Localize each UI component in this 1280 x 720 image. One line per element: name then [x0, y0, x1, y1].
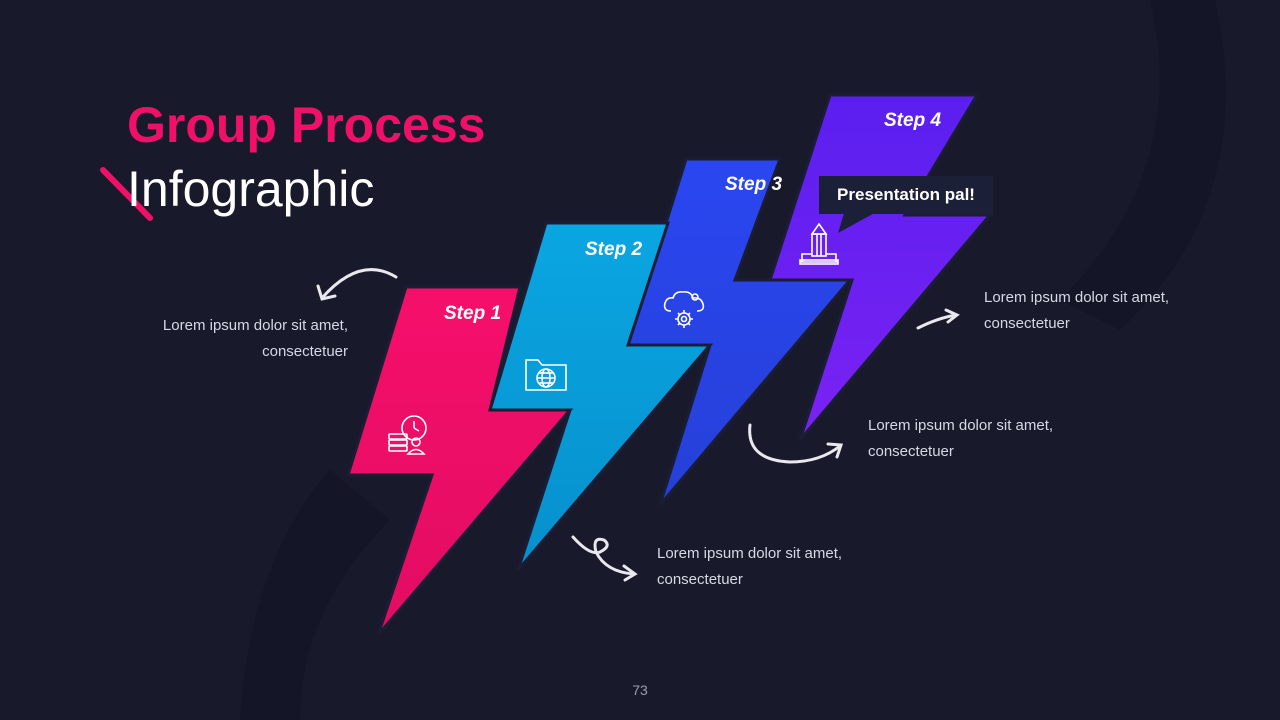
step-3-description: Lorem ipsum dolor sit amet, consectetuer: [868, 417, 1054, 460]
step-2-description: Lorem ipsum dolor sit amet, consectetuer: [657, 545, 843, 588]
callout-box: Presentation pal!: [819, 176, 993, 214]
folder-globe-icon: [525, 359, 567, 391]
step-1-bolt: [345, 285, 574, 636]
arrow-step-2: [571, 535, 638, 582]
page-number: 73: [632, 682, 648, 698]
gears-cloud-icon: [663, 291, 705, 328]
arrow-step-4: [916, 308, 960, 330]
step-4-description: Lorem ipsum dolor sit amet, consectetuer: [984, 289, 1170, 332]
pencil-tower-icon: [799, 222, 839, 265]
arrow-step-3: [748, 423, 844, 464]
step-4-label: Step 4: [884, 110, 942, 131]
step-3-label: Step 3: [725, 174, 783, 195]
timer-person-icon: [388, 415, 427, 455]
step-1-label: Step 1: [444, 303, 502, 324]
step-2-label: Step 2: [585, 239, 643, 260]
arrow-step-1: [316, 268, 398, 301]
title-line-2: Infographic: [127, 161, 375, 217]
step-1-description: Lorem ipsum dolor sit amet, consectetuer: [162, 317, 348, 360]
title-line-1: Group Process: [127, 97, 486, 153]
callout-tail: [838, 210, 880, 233]
